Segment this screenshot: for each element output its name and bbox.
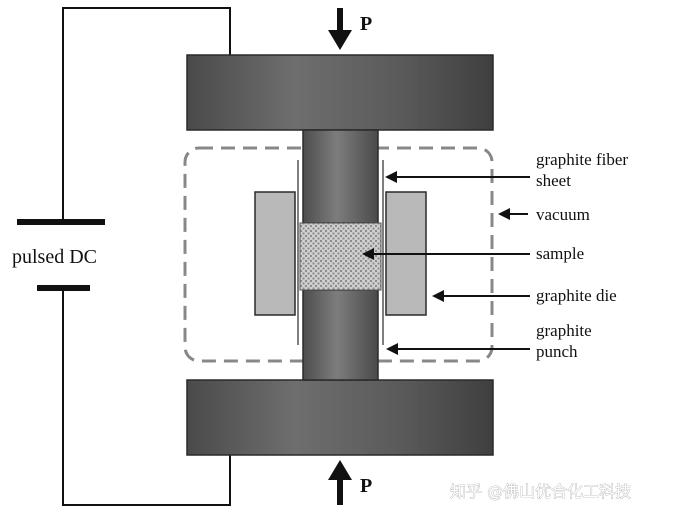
leader-punch-head [386,343,398,355]
label-sample: sample [536,244,584,263]
watermark-text: 知乎 @佛山优合化工科技 [450,482,631,501]
label-graphite-fiber-line1: graphite fiber [536,150,628,169]
pressure-arrow-bottom-head [328,460,352,480]
label-graphite-fiber-line2: sheet [536,171,571,190]
leader-vacuum-head [498,208,510,220]
circuit-wire-bottom [62,288,231,506]
pressure-label-bottom: P [360,475,372,497]
bottom-pressing-plate [186,379,494,456]
label-graphite-punch-line1: graphite [536,321,592,340]
graphite-die-left [254,191,296,316]
leader-sample-head [362,248,374,260]
top-pressing-plate [186,54,494,131]
lower-graphite-punch [302,289,379,381]
circuit-wire-top [62,7,231,222]
leader-die-head [432,290,444,302]
upper-graphite-punch [302,129,379,224]
label-graphite-punch-line2: punch [536,342,578,361]
leader-fiber-sheet-head [385,171,397,183]
pressure-arrow-top-head [328,30,352,50]
pressure-label-top: P [360,13,372,35]
pulsed-dc-label: pulsed DC [12,246,97,268]
label-graphite-die: graphite die [536,286,617,305]
label-vacuum: vacuum [536,205,590,224]
